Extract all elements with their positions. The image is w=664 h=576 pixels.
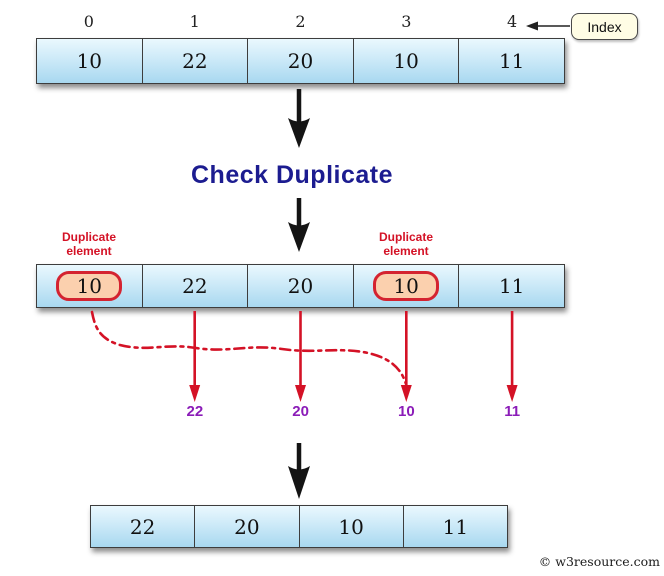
indices-row: 0 1 2 3 4: [36, 12, 565, 32]
flow-down-arrow-icon-3: [288, 443, 310, 499]
duplicate-element-label-line2: element: [383, 243, 429, 258]
duplicate-highlight: 10: [373, 271, 440, 301]
duplicate-element-label-line1: Duplicate: [378, 230, 434, 244]
array-cell: 10: [76, 49, 103, 73]
flow-down-arrow-icon-2: [288, 198, 310, 252]
duplicate-element-label-line1: Duplicate: [61, 230, 117, 244]
duplicate-element-label-line2: element: [66, 243, 112, 258]
index-box-label: Index: [587, 18, 622, 35]
check-duplicate-title: Check Duplicate: [190, 161, 394, 189]
array-cell: 22: [141, 265, 248, 307]
mapped-value: 22: [186, 403, 204, 420]
index-label: 3: [401, 12, 412, 31]
copyright-text: © w3resource.com: [538, 554, 660, 569]
array-cell: 22: [129, 514, 156, 539]
mapped-value: 20: [292, 403, 309, 420]
array-cell: 22: [141, 39, 248, 83]
duplicate-highlight: 10: [56, 271, 123, 301]
array-cell: 11: [458, 39, 564, 83]
duplicate-element-label-right: Duplicate element: [378, 230, 434, 258]
flow-down-arrow-icon-1: [288, 89, 310, 148]
red-down-arrow-icon: [189, 311, 201, 402]
index-box: Index: [571, 13, 638, 40]
duplicate-element-label-left: Duplicate element: [61, 230, 117, 258]
mapped-value: 11: [504, 403, 521, 420]
index-label: 2: [295, 12, 306, 31]
red-down-arrow-icon: [295, 311, 306, 402]
mapped-value: 10: [398, 403, 415, 420]
array-cell: 10: [352, 265, 459, 307]
array-cell: 10: [352, 39, 459, 83]
red-mapping-arrows: [189, 311, 518, 402]
array-cell: 20: [247, 39, 353, 83]
red-down-arrow-icon: [400, 311, 412, 402]
array-cell: 20: [194, 506, 298, 547]
array-cell: 20: [247, 265, 353, 307]
array-cell: 10: [298, 506, 403, 547]
index-label: 1: [189, 12, 200, 31]
array-cell: 10: [37, 265, 142, 307]
index-label: 4: [506, 12, 518, 31]
mapped-values-row: 22 20 10 11: [142, 403, 565, 421]
array-cell: 11: [402, 506, 507, 547]
index-label: 0: [83, 12, 94, 31]
duplicate-merge-dashed-curve: [90, 310, 408, 386]
array-cell: 11: [458, 265, 564, 307]
red-down-arrow-icon: [506, 311, 518, 402]
